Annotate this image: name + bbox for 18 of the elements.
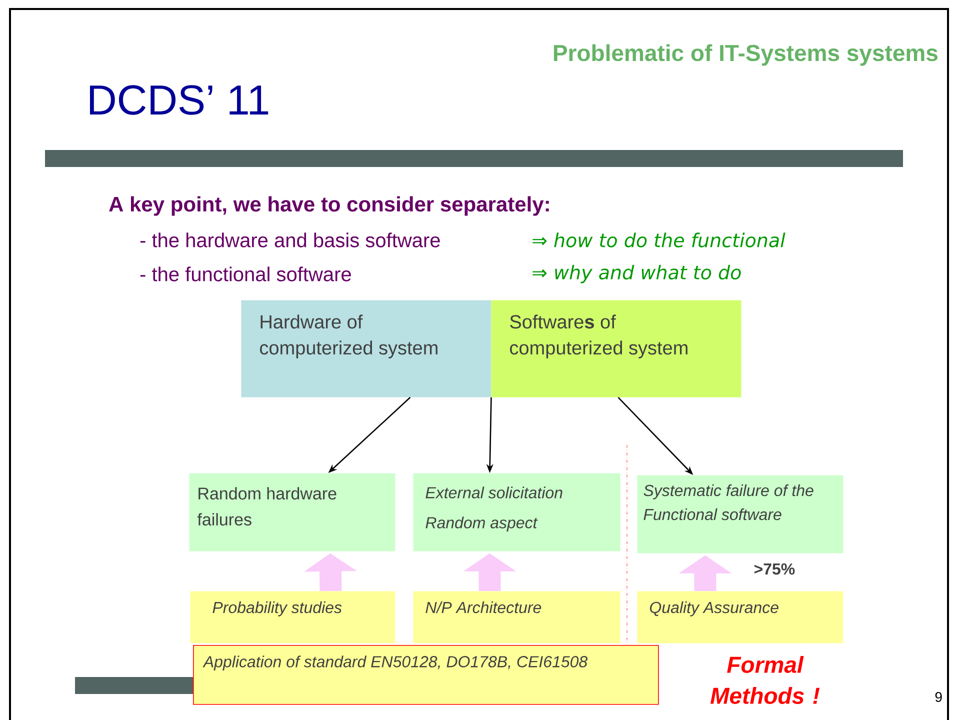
header-text: Problematic of IT-Systems systems (554, 44, 938, 66)
failure-box: External solicitation Random aspect (413, 473, 620, 552)
page-number: 9 (935, 692, 942, 702)
software-box: Softwares of computerized system (491, 300, 742, 398)
method-box: N/P Architecture (413, 591, 620, 644)
failure-box: Systematic failure of the Functional software (637, 475, 844, 554)
method-box: Probability studies (190, 591, 396, 644)
failure-box: Random hardware failures (189, 473, 396, 552)
slide-title: DCDS’ 11 (90, 85, 268, 115)
list-item: - the hardware and basis software (140, 232, 440, 248)
hardware-box: Hardware of computerized system (241, 300, 492, 398)
consequence-text: ⇒ why and what to do (532, 264, 741, 284)
list-item: - the functional software (140, 266, 351, 282)
edge-label: >75% (754, 563, 795, 575)
method-box: Quality Assurance (637, 591, 844, 644)
formal-methods-text: Formal Methods ! (710, 656, 820, 704)
intro-text: A key point, we have to consider separately: (109, 196, 549, 216)
consequence-text: ⇒ how to do the functional (532, 232, 786, 248)
